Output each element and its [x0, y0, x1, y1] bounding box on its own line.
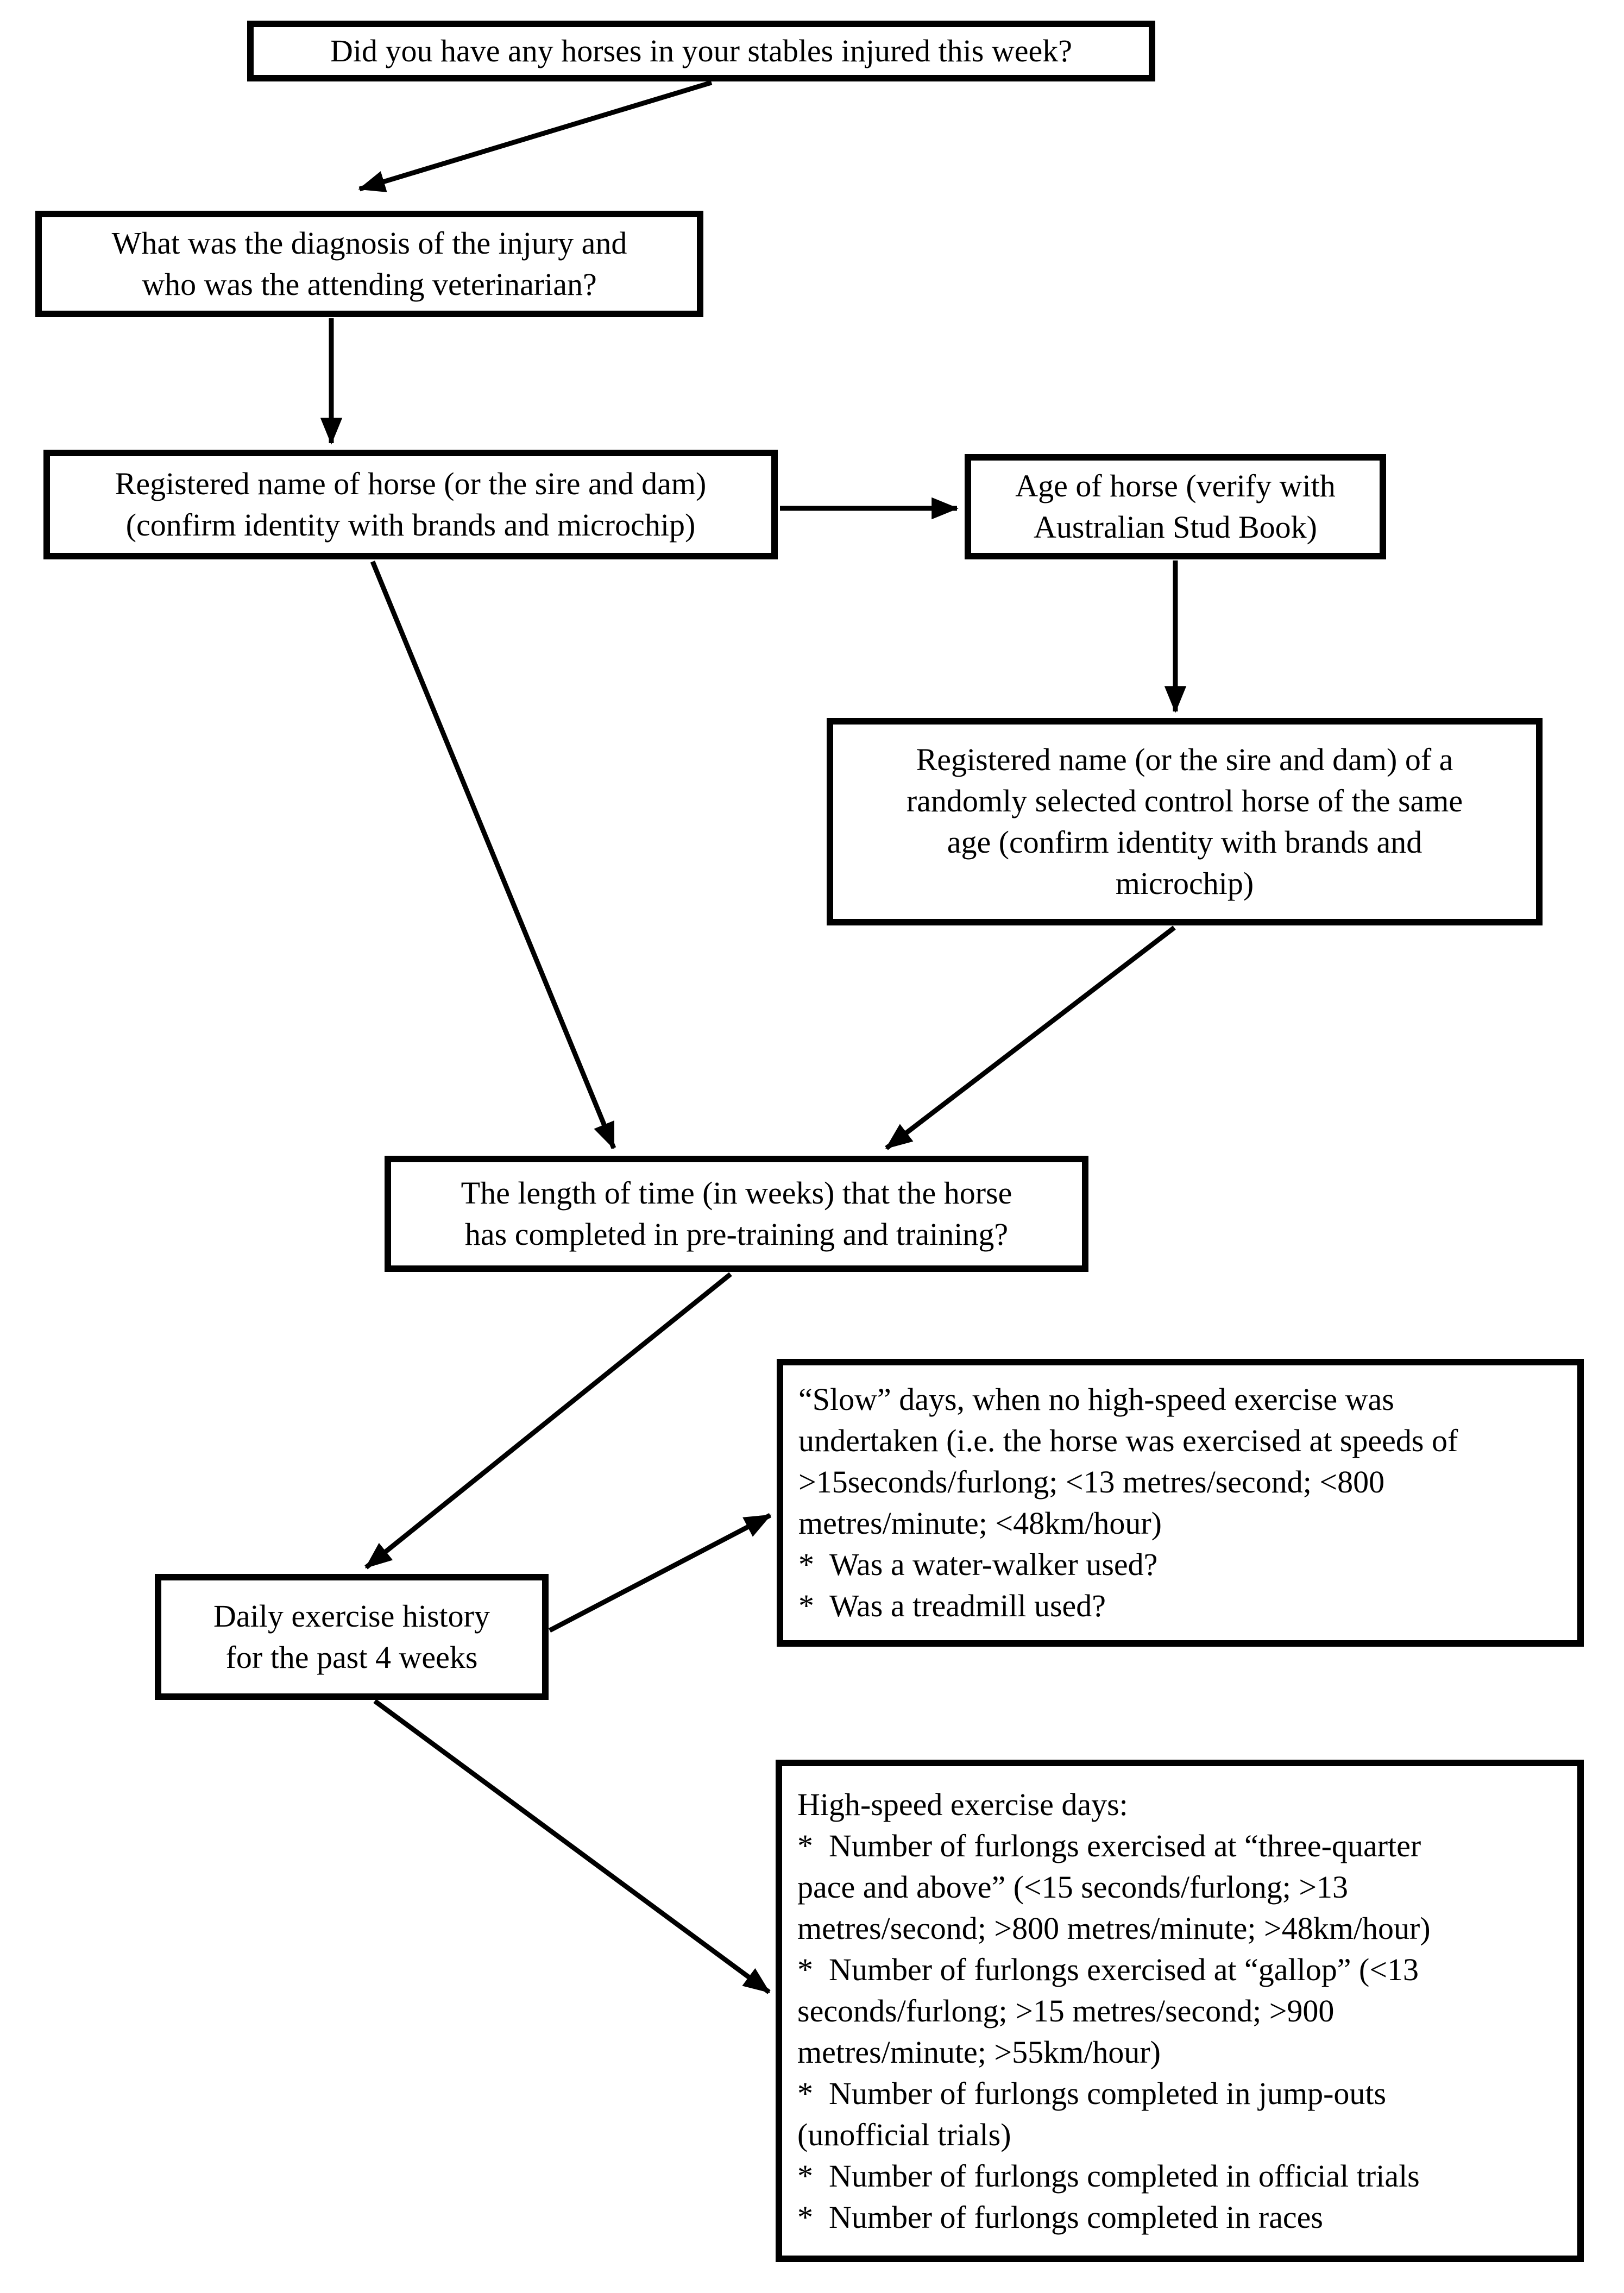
flow-box-daily-exercise-history: Daily exercise history for the past 4 we…: [155, 1574, 549, 1700]
box-text-line: Daily exercise history: [213, 1598, 490, 1634]
box-text-line: (confirm identity with brands and microc…: [125, 507, 696, 543]
box-text-line: * Number of furlongs exercised at “gallo…: [797, 1951, 1419, 1987]
box-text-line: Registered name (or the sire and dam) of…: [916, 742, 1453, 777]
flow-box-injured-this-week: Did you have any horses in your stables …: [247, 21, 1155, 81]
box-text-line: for the past 4 weeks: [225, 1640, 478, 1675]
box-text-line: pace and above” (<15 seconds/furlong; >1…: [797, 1869, 1349, 1905]
box-text-line: age (confirm identity with brands and: [947, 824, 1422, 860]
box-text-line: metres/second; >800 metres/minute; >48km…: [797, 1910, 1431, 1946]
box-text-line: Registered name of horse (or the sire an…: [115, 466, 707, 501]
box-text-line: Did you have any horses in your stables …: [330, 33, 1072, 68]
box-text-line: seconds/furlong; >15 metres/second; >900: [797, 1993, 1335, 2029]
box-text-line: The length of time (in weeks) that the h…: [461, 1175, 1012, 1211]
arrow-daily-exercise-to-slow-days: [548, 1513, 772, 1633]
arrow-daily-exercise-to-high-speed-days: [373, 1699, 771, 1994]
box-text-line: Age of horse (verify with: [1015, 468, 1336, 503]
box-text-line: >15seconds/furlong; <13 metres/second; <…: [798, 1464, 1385, 1500]
flow-box-high-speed-days: High-speed exercise days: * Number of fu…: [776, 1760, 1584, 2262]
box-text-line: * Number of furlongs exercised at “three…: [797, 1828, 1421, 1863]
flow-box-age-of-horse: Age of horse (verify with Australian Stu…: [965, 454, 1386, 559]
flow-box-diagnosis-veterinarian: What was the diagnosis of the injury and…: [35, 211, 703, 317]
box-text-line: High-speed exercise days:: [797, 1786, 1128, 1822]
flow-box-slow-days: “Slow” days, when no high-speed exercise…: [777, 1359, 1584, 1647]
flow-box-registered-name-case-horse: Registered name of horse (or the sire an…: [43, 450, 778, 559]
box-text-line: has completed in pre-training and traini…: [464, 1217, 1009, 1252]
arrow-registered-name-to-training-length: [370, 560, 616, 1150]
box-text-line: “Slow” days, when no high-speed exercise…: [798, 1382, 1394, 1417]
arrow-control-horse-to-training-length: [885, 925, 1176, 1150]
box-text-line: * Number of furlongs completed in jump-o…: [797, 2075, 1387, 2111]
box-text-line: * Was a water-walker used?: [798, 1547, 1158, 1582]
box-text-line: microchip): [1115, 866, 1254, 901]
box-text-line: randomly selected control horse of the s…: [906, 783, 1463, 818]
arrow-injured-to-diagnosis: [358, 80, 713, 192]
box-text-line: * Number of furlongs completed in races: [797, 2199, 1323, 2235]
box-text-line: (unofficial trials): [797, 2116, 1011, 2152]
box-text-line: * Number of furlongs completed in offici…: [797, 2158, 1420, 2194]
box-text-line: What was the diagnosis of the injury and: [111, 225, 627, 261]
box-text-line: * Was a treadmill used?: [798, 1588, 1106, 1623]
box-text-line: metres/minute; >55km/hour): [797, 2034, 1161, 2070]
box-text-line: metres/minute; <48km/hour): [798, 1505, 1162, 1541]
box-text-line: who was the attending veterinarian?: [142, 267, 597, 302]
box-text-line: Australian Stud Book): [1034, 509, 1317, 545]
arrow-training-length-to-daily-exercise: [364, 1272, 732, 1570]
flow-box-training-length: The length of time (in weeks) that the h…: [385, 1156, 1088, 1272]
flow-box-control-horse: Registered name (or the sire and dam) of…: [827, 718, 1543, 925]
box-text-line: undertaken (i.e. the horse was exercised…: [798, 1423, 1458, 1458]
